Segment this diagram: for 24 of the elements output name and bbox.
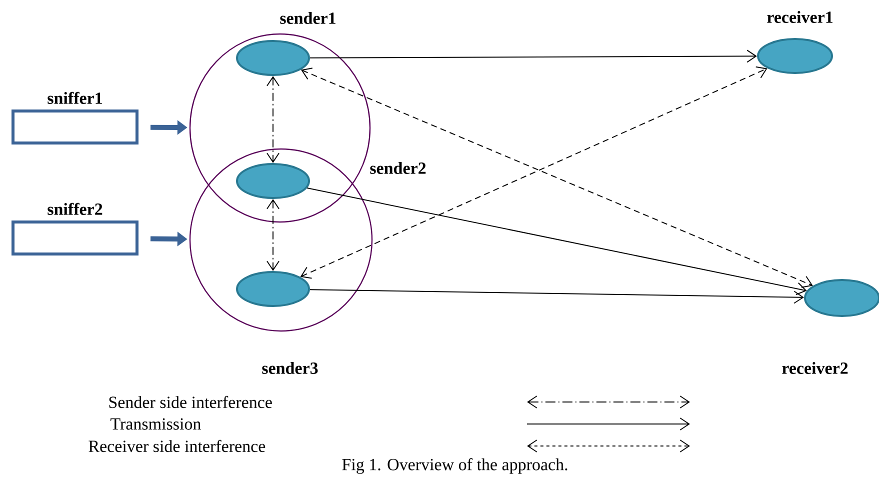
node-circle	[804, 279, 879, 317]
dash-dot-arrow	[266, 199, 280, 271]
ellipse-outline	[189, 33, 371, 223]
node-label: sniffer1	[48, 92, 102, 104]
legend-text: Sender side interference	[109, 396, 272, 408]
node-circle	[236, 271, 310, 307]
node-label: sender3	[262, 362, 318, 374]
node-circle	[757, 38, 833, 74]
node-label: sender2	[370, 162, 426, 174]
legend-text: Receiver side interference	[88, 440, 266, 452]
arrow	[310, 50, 757, 63]
sniffer-box: sniffer2	[12, 202, 138, 256]
node-circle	[236, 40, 310, 76]
node-label: receiver2	[782, 362, 848, 374]
node-label: sender1	[280, 12, 336, 24]
caption: Fig 1. Overview of the approach.	[342, 458, 568, 474]
dash-dot-arrow	[266, 76, 280, 163]
sniffer-box: sniffer1	[12, 92, 138, 144]
node-label: receiver1	[767, 11, 832, 23]
legend-text: Transmission	[110, 418, 201, 430]
arrow	[309, 289, 804, 304]
arrow	[306, 188, 807, 296]
node-circle	[236, 163, 310, 199]
node-label: sniffer2	[48, 202, 102, 215]
